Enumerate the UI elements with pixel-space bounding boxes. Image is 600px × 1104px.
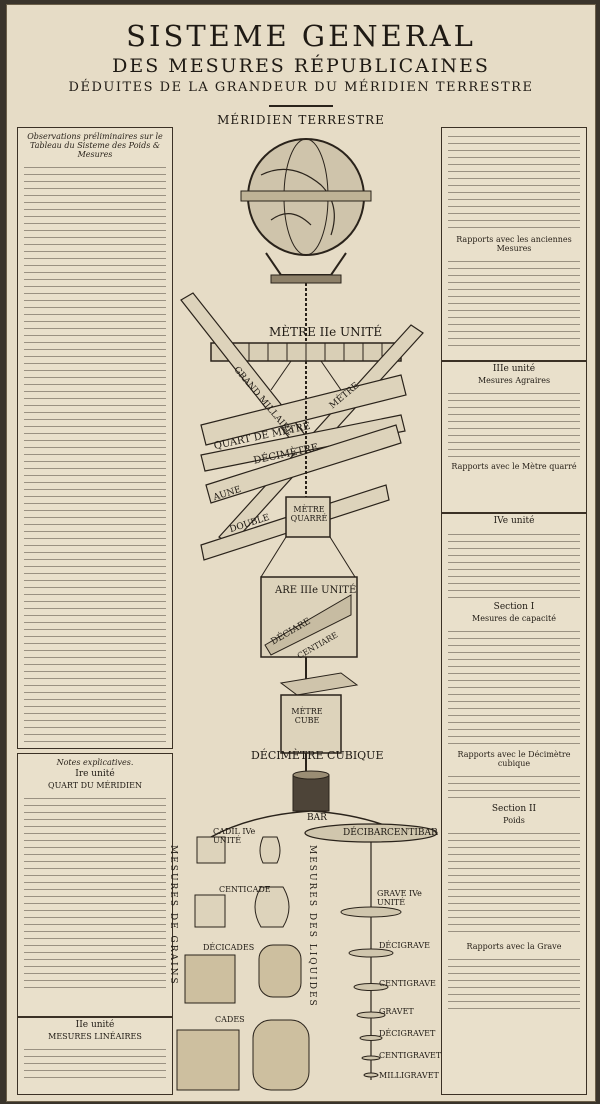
- section2-sub: Poids: [503, 816, 525, 825]
- label-decimetre-cubique: DÉCIMÈTRE CUBIQUE: [251, 749, 384, 762]
- mesures-table: [448, 256, 580, 351]
- rapports-are: Rapports avec le Mètre quarré: [451, 462, 577, 471]
- title-line1: SISTEME GENERAL: [126, 19, 476, 53]
- section2-text: [448, 828, 580, 938]
- unit1-sub: QUART DU MÉRIDIEN: [48, 781, 142, 790]
- unit3-heading: IIIe unité: [492, 364, 536, 374]
- notes-heading: Notes explicatives.: [56, 758, 134, 767]
- unit4-heading: IVe unité: [493, 516, 535, 526]
- title-rule: [269, 105, 333, 107]
- right-top-text: [448, 131, 580, 231]
- label-mesures-grains: MESURES DE GRAINS: [168, 845, 178, 986]
- label-metre-cube: MÈTRE CUBE: [291, 707, 323, 725]
- label-cades: CADES: [215, 1015, 245, 1024]
- decimetre-table: [448, 771, 580, 801]
- section2-heading: Section II: [491, 804, 537, 814]
- rapports-grave: Rapports avec la Grave: [466, 942, 562, 951]
- subtitle: MÉRIDIEN TERRESTRE: [217, 113, 385, 127]
- unit3-sub: Mesures Agraires: [477, 376, 551, 385]
- unit3-text: [448, 388, 580, 458]
- unit2-heading: IIe unité: [75, 1020, 115, 1030]
- unit2-sub: MESURES LINÉAIRES: [48, 1032, 142, 1041]
- globe-illustration: [240, 138, 372, 284]
- title-line2: DES MESURES RÉPUBLICAINES: [112, 55, 490, 77]
- label-gravet: GRAVET: [379, 1007, 414, 1016]
- label-are: ARE IIIe UNITÉ: [275, 585, 357, 596]
- label-decibar: DÉCIBAR: [343, 828, 388, 838]
- section1-sub: Mesures de capacité: [472, 614, 556, 623]
- observations-panel: Observations préliminaires sur le Tablea…: [17, 127, 173, 749]
- unit4-text: [448, 529, 580, 599]
- title-line3: DÉDUITES DE LA GRANDEUR DU MÉRIDIEN TERR…: [68, 80, 534, 95]
- label-cadil: CADIL IVe UNITÉ: [213, 827, 256, 845]
- unit4-panel: IVe unité Section I Mesures de capacité …: [441, 513, 587, 1095]
- unit1-heading: Ire unité: [75, 769, 115, 779]
- poster-sheet: SISTEME GENERAL DES MESURES RÉPUBLICAINE…: [6, 4, 596, 1102]
- label-centigravet: CENTIGRAVET: [379, 1051, 442, 1060]
- label-centicade: CENTICADE: [219, 885, 271, 894]
- unit2-panel: IIe unité MESURES LINÉAIRES: [17, 1017, 173, 1095]
- section1-text: [448, 626, 580, 746]
- label-centigrave: CENTIGRAVE: [379, 979, 436, 988]
- rapports-decimetre: Rapports avec le Décimètre cubique: [457, 750, 571, 768]
- label-mesures-liquides: MESURES DES LIQUIDES: [307, 845, 317, 1008]
- label-decicades: DÉCICADES: [203, 943, 255, 952]
- notes-panel: Notes explicatives. Ire unité QUART DU M…: [17, 753, 173, 1017]
- label-metre-quarre: MÈTRE QUARRÉ: [290, 505, 328, 523]
- notes-text: [24, 793, 166, 993]
- right-top-panel: Rapports avec les anciennes Mesures: [441, 127, 587, 361]
- section1-heading: Section I: [493, 602, 535, 612]
- label-milligravet: MILLIGRAVET: [379, 1071, 439, 1080]
- unit2-text: [24, 1044, 166, 1084]
- unit3-panel: IIIe unité Mesures Agraires Rapports ave…: [441, 361, 587, 513]
- observations-text: [24, 162, 166, 748]
- label-decigrave: DÉCIGRAVE: [379, 941, 430, 950]
- label-bar: BAR: [307, 813, 327, 823]
- label-grave: GRAVE IVe UNITÉ: [377, 889, 422, 907]
- label-metre: MÈTRE IIe UNITÉ: [269, 325, 383, 339]
- label-decigravet: DÉCIGRAVET: [379, 1029, 436, 1038]
- mesures-heading: Rapports avec les anciennes Mesures: [456, 235, 572, 253]
- observations-heading: Observations préliminaires sur le Tablea…: [27, 132, 163, 159]
- measures-diagram: [176, 138, 438, 1091]
- grave-table: [448, 954, 580, 1014]
- label-centibar: CENTIBAR: [387, 828, 438, 838]
